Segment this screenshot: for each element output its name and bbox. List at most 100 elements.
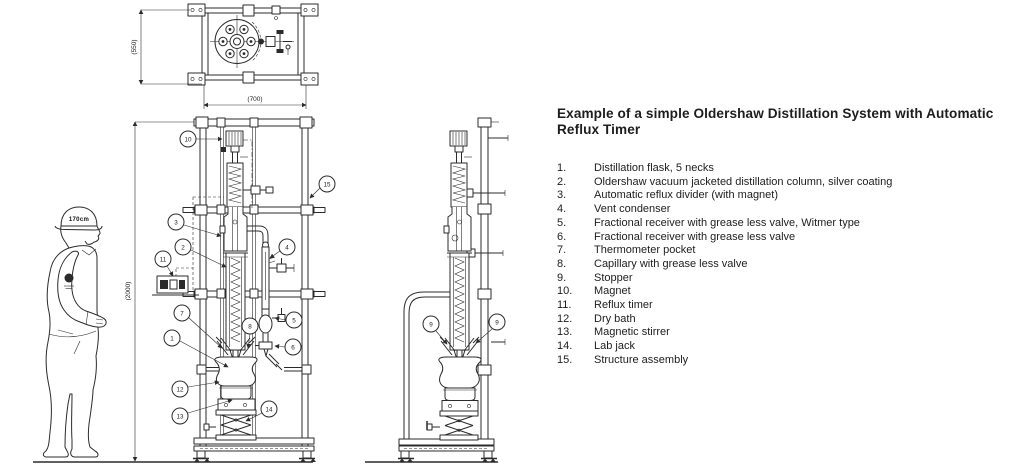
page-title: Example of a simple Oldershaw Distillati… (557, 106, 994, 137)
corner-bracket (187, 3, 319, 86)
part-number: 8. (557, 257, 567, 270)
part-number: 10. (557, 285, 573, 298)
svg-text:12: 12 (176, 386, 184, 393)
part-label: Stopper (594, 271, 633, 284)
face (84, 225, 101, 245)
callout-5: 5 (274, 311, 303, 329)
callout-9-left: 9 (422, 315, 448, 345)
svg-text:14: 14 (265, 406, 273, 413)
callout-10: 10 (179, 130, 223, 148)
part-number: 13. (557, 326, 573, 339)
witmer-receiver (258, 308, 286, 334)
part-label: Reflux timer (594, 299, 653, 312)
flask-necks-front (215, 336, 256, 359)
distillation-flask-side (438, 356, 482, 389)
svg-text:11: 11 (160, 256, 167, 263)
parts-list-item: 8. Capillary with grease less valve (557, 258, 1019, 272)
callout-3: 3 (167, 213, 222, 238)
parts-list-item: 9.Stopper (557, 272, 1019, 286)
arm (57, 250, 107, 328)
parts-list-item: 4.Vent condenser (557, 203, 1019, 217)
dimension-700-label: (700) (247, 96, 262, 103)
part-label: Thermometer pocket (594, 244, 696, 257)
callout-8: 8 (241, 317, 259, 349)
part-number: 1. (557, 162, 567, 174)
hard-hat: 170cm (54, 206, 103, 231)
parts-list-item: 7. Thermometer pocket (557, 244, 1019, 258)
person-figure: 170cm (42, 206, 107, 458)
svg-text:15: 15 (323, 181, 331, 188)
magnet (221, 130, 248, 163)
part-number: 6. (557, 230, 567, 243)
dimension-2000: (2000) (125, 121, 198, 462)
part-number: 14. (557, 340, 573, 353)
part-number: 15. (557, 353, 573, 366)
parts-list-item: 12. Dry bath (557, 313, 1019, 327)
part-number: 7. (557, 244, 567, 257)
oldershaw-column (223, 252, 248, 359)
dry-bath (219, 385, 253, 400)
person-height-label: 170cm (69, 217, 89, 223)
callout-1: 1 (163, 329, 229, 368)
part-label: Dry bath (594, 312, 636, 325)
part-label: Vent condenser (594, 203, 671, 216)
svg-text:10: 10 (184, 136, 192, 143)
svg-text:13: 13 (176, 413, 184, 420)
part-label: Oldershaw vacuum jacketed distillation c… (594, 175, 893, 188)
callout-15: 15 (309, 175, 336, 199)
parts-list-item: 15.Structure assembly (557, 354, 1019, 368)
parts-list-item: 2. Oldershaw vacuum jacketed distillation… (557, 176, 1019, 190)
part-number: 12. (557, 312, 573, 325)
lab-jack-side (426, 410, 479, 441)
reflux-divider-side (443, 207, 472, 252)
dimension-700: (700) (203, 85, 307, 109)
parts-list-item: 10. Magnet (557, 285, 1019, 299)
condenser-coil-side (450, 162, 468, 208)
callout-7: 7 (173, 304, 223, 349)
part-number: 11. (557, 299, 572, 312)
part-label: Magnet (594, 285, 631, 298)
callout-12: 12 (171, 380, 220, 398)
svg-text:3: 3 (174, 219, 178, 226)
technical-drawing: (550) (700) (2000) 170cm (33, 3, 509, 463)
callout-11: 11 (154, 250, 174, 277)
parts-list-item: 6. Fractional receiver with grease less v… (557, 231, 1019, 245)
part-label: Automatic reflux divider (with magnet) (594, 189, 779, 202)
parts-list-item: 1. Distillation flask, 5 necks (557, 162, 1019, 176)
parts-list-item: 13.Magnetic stirrer (557, 326, 1019, 340)
condenser-coil (226, 162, 274, 208)
reflux-divider (219, 207, 269, 252)
svg-text:7: 7 (180, 310, 184, 317)
parts-list: 1. Distillation flask, 5 necks 2. Oldersha… (557, 162, 1019, 368)
svg-text:9: 9 (429, 321, 433, 328)
svg-text:2: 2 (181, 244, 185, 251)
callout-6: 6 (274, 338, 302, 356)
parts-list-item: 3.Automatic reflux divider (with magnet) (557, 189, 1019, 203)
dimension-550-label: (550) (131, 39, 138, 54)
side-view: 9 9 (398, 117, 509, 462)
parts-list-item: 14.Lab jack (557, 340, 1019, 354)
callout-4: 4 (269, 238, 296, 259)
part-label: Fractional receiver with grease less val… (594, 230, 796, 243)
part-number: 5. (557, 216, 567, 229)
svg-text:1: 1 (170, 335, 174, 342)
magnet-side (449, 130, 472, 163)
svg-text:9: 9 (495, 319, 499, 326)
callout-2: 2 (174, 238, 227, 268)
description-panel: Example of a simple Oldershaw Distillati… (557, 106, 1019, 368)
dimension-550: (550) (131, 9, 202, 85)
callout-14: 14 (245, 400, 278, 422)
part-label: Distillation flask, 5 necks (594, 162, 714, 174)
part-number: 2. (557, 175, 567, 188)
svg-text:6: 6 (291, 344, 295, 351)
callout-9-right: 9 (475, 313, 506, 344)
top-view (187, 3, 319, 86)
distillation-flask (214, 356, 258, 387)
svg-text:5: 5 (292, 317, 296, 324)
dry-bath-side (443, 387, 477, 401)
part-label: Capillary with grease less valve (594, 257, 748, 270)
part-label: Fractional receiver with grease less val… (594, 216, 860, 229)
parts-list-item: 11. Reflux timer (557, 299, 1019, 313)
magnetic-stirrer (217, 398, 256, 411)
